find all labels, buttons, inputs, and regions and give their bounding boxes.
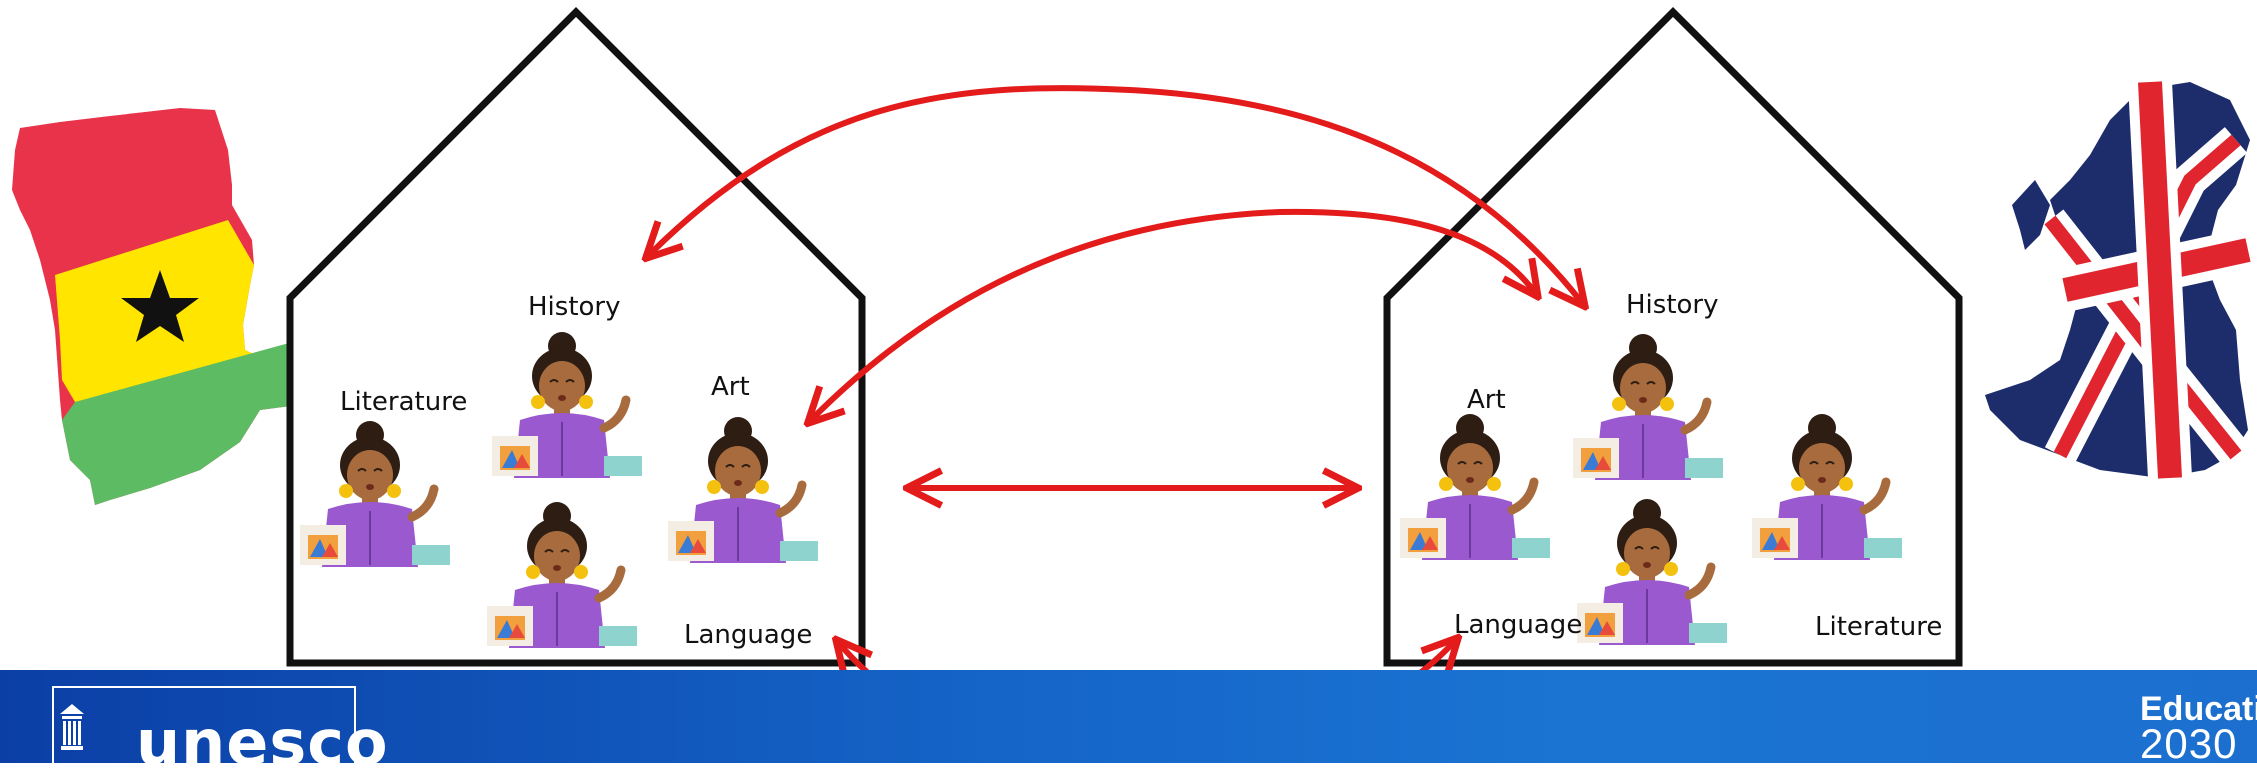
diagram-canvas: History Literature Art Language History …: [12, 7, 2253, 762]
education-logo-top: Educatio: [2140, 690, 2257, 728]
right-label-literature: Literature: [1815, 612, 1942, 642]
unesco-logo: unesco: [52, 686, 388, 774]
unesco-wordmark: unesco: [136, 706, 389, 779]
temple-icon: [60, 704, 84, 750]
star-icon: [121, 270, 199, 342]
right-label-language: Language: [1454, 610, 1582, 640]
left-label-literature: Literature: [340, 387, 467, 417]
education-logo-bottom: 2030: [2140, 720, 2238, 767]
arrow-art-history: [810, 208, 1536, 421]
right-label-art: Art: [1467, 385, 1506, 415]
arrow-history-exchange: [648, 85, 1583, 304]
ghana-flag-map: [12, 108, 320, 505]
left-label-history: History: [528, 292, 621, 322]
right-label-history: History: [1626, 290, 1719, 320]
footer-bar: unesco Educatio 2030: [0, 670, 2257, 774]
left-label-art: Art: [711, 372, 750, 402]
uk-flag-map: [1985, 80, 2253, 480]
left-label-language: Language: [684, 620, 812, 650]
